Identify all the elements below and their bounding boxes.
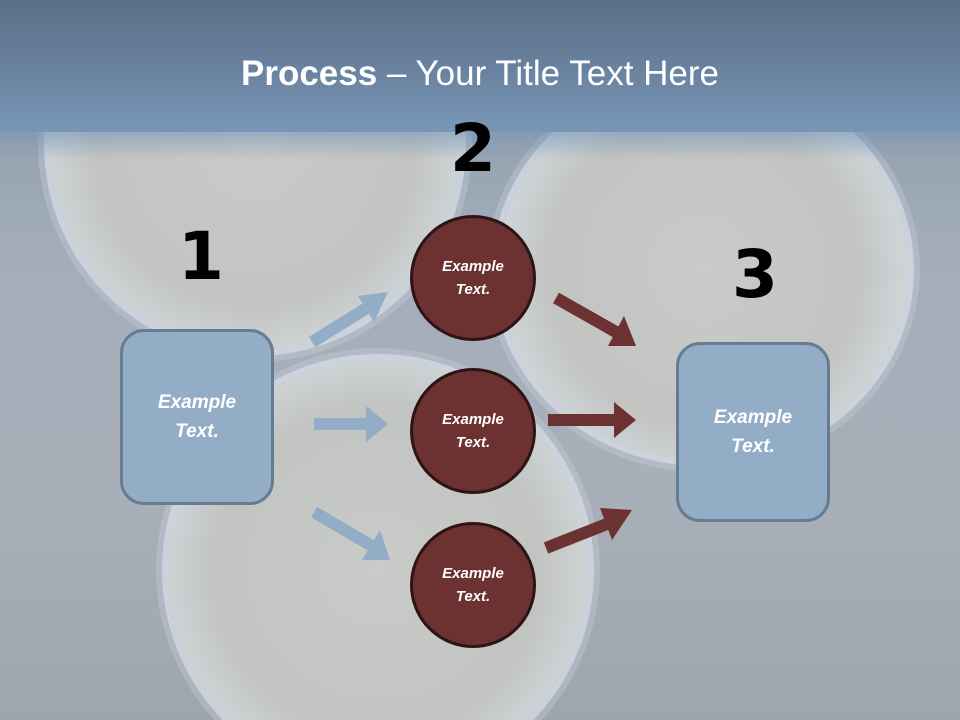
circle2-line2: Text. bbox=[455, 434, 491, 451]
step-number-1: 1 bbox=[178, 218, 224, 295]
circle1-line2: Text. bbox=[455, 281, 491, 298]
step2-circle-2[interactable]: Example Text. bbox=[410, 368, 536, 494]
step1-box-line2: Text. bbox=[175, 421, 219, 442]
step3-box-line2: Text. bbox=[731, 436, 775, 457]
arrow-step1-to-circle2 bbox=[314, 406, 388, 442]
arrow-circle1-to-step3 bbox=[553, 292, 636, 346]
title-bold: Process bbox=[241, 54, 378, 93]
step-number-3: 3 bbox=[732, 236, 778, 313]
step2-circle-1[interactable]: Example Text. bbox=[410, 215, 536, 341]
step3-box[interactable]: Example Text. bbox=[676, 342, 830, 522]
circle1-line1: Example bbox=[442, 258, 504, 275]
step2-circle-3[interactable]: Example Text. bbox=[410, 522, 536, 648]
arrow-circle3-to-step3 bbox=[543, 508, 632, 554]
arrow-circle2-to-step3 bbox=[548, 402, 636, 438]
title-bar-fade bbox=[0, 120, 960, 160]
step1-box[interactable]: Example Text. bbox=[120, 329, 274, 505]
circle2-line1: Example bbox=[442, 411, 504, 428]
slide-title: Process – Your Title Text Here bbox=[0, 52, 960, 96]
step1-box-line1: Example bbox=[157, 392, 237, 413]
title-bar bbox=[0, 0, 960, 132]
step-number-2: 2 bbox=[450, 110, 496, 187]
circle3-line1: Example bbox=[442, 565, 504, 582]
title-rest: – Your Title Text Here bbox=[377, 54, 719, 93]
step3-box-line1: Example bbox=[713, 407, 793, 428]
arrow-step1-to-circle1 bbox=[308, 292, 388, 348]
circle3-line2: Text. bbox=[455, 588, 491, 605]
arrow-step1-to-circle3 bbox=[310, 506, 390, 560]
